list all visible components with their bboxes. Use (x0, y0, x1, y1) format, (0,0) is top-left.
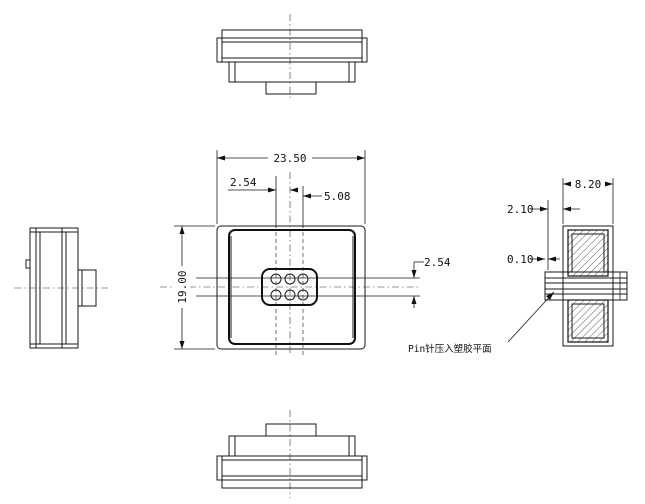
pin-note-leader (507, 291, 555, 343)
dim-pin-gap: 0.10 (507, 253, 560, 266)
side-offset-label: 2.10 (507, 203, 534, 216)
row-pitch-label: 2.54 (424, 256, 451, 269)
left-view (14, 227, 110, 349)
pin-5 (284, 289, 296, 301)
top-view (216, 14, 368, 100)
dim-row-pitch: 2.54 (411, 256, 451, 308)
pin-span-label: 5.08 (324, 190, 351, 203)
section-lower-hatch (567, 299, 609, 343)
section-pin-housing (544, 271, 628, 301)
pin-pitch-label: 2.54 (230, 176, 257, 189)
overall-width-label: 23.50 (273, 152, 306, 165)
pin-2 (284, 273, 296, 285)
pin-1 (270, 273, 282, 285)
dim-overall-height: 19.00 (174, 225, 215, 350)
left-view-tab (25, 259, 31, 269)
section-upper-hatch (567, 229, 609, 277)
top-view-body (228, 61, 356, 83)
front-view (160, 172, 420, 356)
dim-pin-span: 5.08 (302, 186, 351, 228)
pin-gap-label: 0.10 (507, 253, 534, 266)
pin-note-label: Pin针压入塑胶平面 (408, 343, 492, 355)
dim-pin-pitch: 2.54 (228, 176, 298, 228)
section-view (544, 225, 628, 347)
top-view-connector (265, 81, 317, 95)
dim-overall-width: 23.50 (216, 150, 366, 224)
overall-height-label: 19.00 (176, 270, 189, 303)
dim-side-offset: 2.10 (507, 200, 580, 270)
pin-note: Pin针压入塑胶平面 (408, 291, 555, 355)
pin-6 (297, 289, 309, 301)
pin-3 (297, 273, 309, 285)
side-width-label: 8.20 (575, 178, 602, 191)
bottom-view-body (228, 435, 356, 457)
bottom-view-connector (265, 423, 317, 437)
connector-housing (261, 268, 318, 306)
bottom-view (216, 410, 368, 498)
bottom-view-lid (221, 479, 363, 489)
top-view-lid (221, 29, 363, 39)
pin-4 (270, 289, 282, 301)
dim-side-width: 8.20 (562, 176, 614, 224)
front-view-outer-body (216, 225, 366, 350)
